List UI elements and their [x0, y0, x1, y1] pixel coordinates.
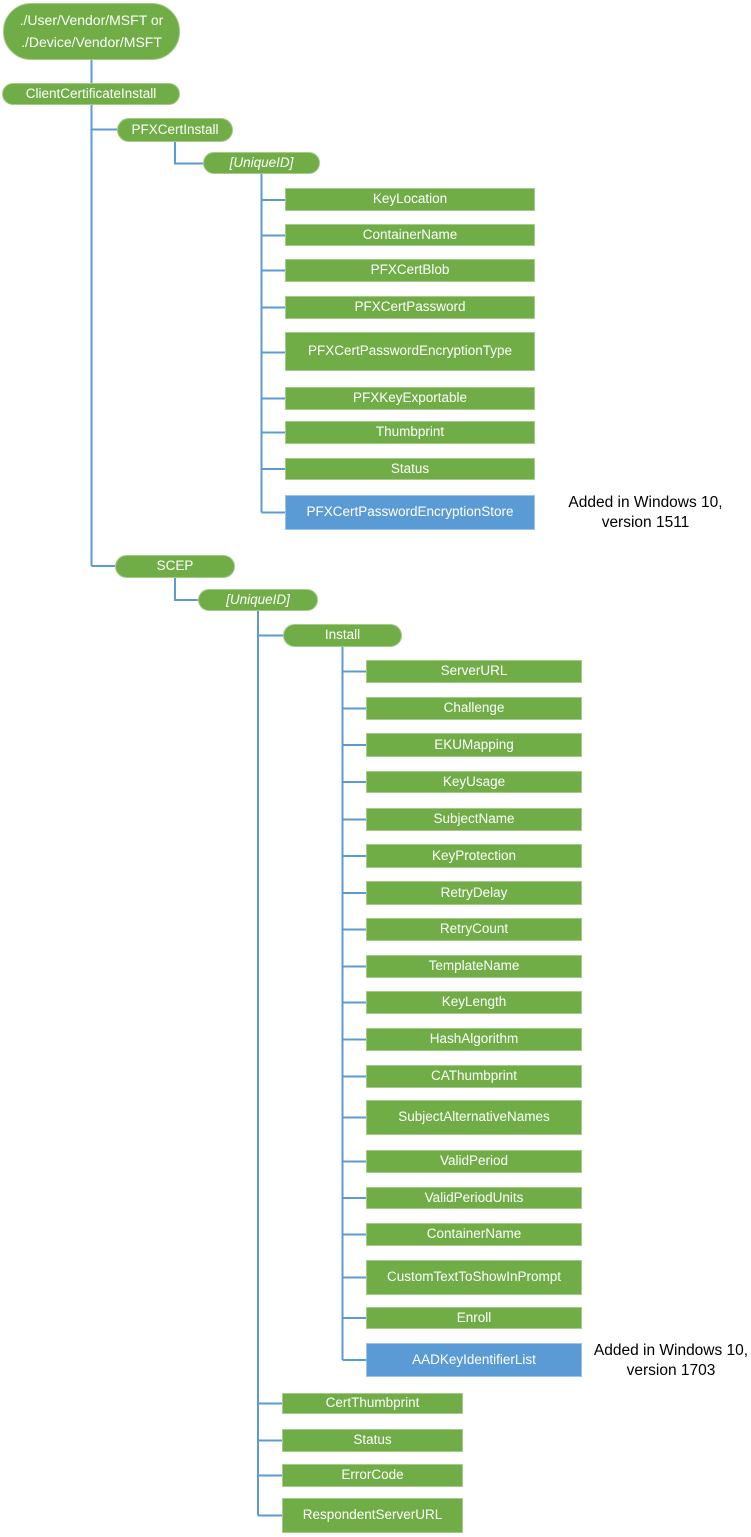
node-keylocation: KeyLocation	[285, 188, 535, 211]
node-keyprotection: KeyProtection	[366, 844, 582, 868]
node-install: Install	[283, 624, 402, 647]
node-aadkeyidentifierlist: AADKeyIdentifierList	[366, 1343, 582, 1377]
node-pfxcertpassword: PFXCertPassword	[285, 296, 535, 319]
node-validperiod: ValidPeriod	[366, 1150, 582, 1173]
node-root-path: ./User/Vendor/MSFT or ./Device/Vendor/MS…	[3, 3, 180, 60]
node-serverurl: ServerURL	[366, 660, 582, 683]
node-errorcode: ErrorCode	[282, 1464, 463, 1487]
node-clientcertificateinstall: ClientCertificateInstall	[2, 83, 180, 105]
connector-pfx-uniqueid	[174, 142, 203, 165]
node-challenge: Challenge	[366, 697, 582, 720]
node-customtexttoshowinprompt: CustomTextToShowInPrompt	[366, 1260, 582, 1295]
node-cathumbprint: CAThumbprint	[366, 1065, 582, 1088]
node-subjectalternativenames: SubjectAlternativeNames	[366, 1100, 582, 1135]
node-pfx-containername: ContainerName	[285, 224, 535, 246]
node-pfx-thumbprint: Thumbprint	[285, 421, 535, 444]
node-pfx-uniqueid: [UniqueID]	[203, 152, 320, 174]
node-pfx-status: Status	[285, 458, 535, 480]
node-pfxkeyexportable: PFXKeyExportable	[285, 387, 535, 410]
node-subjectname: SubjectName	[366, 808, 582, 831]
node-pfxcertpasswordencryptionstore: PFXCertPasswordEncryptionStore	[285, 495, 535, 530]
annotation-added-1703: Added in Windows 10, version 1703	[593, 1342, 749, 1379]
node-scep: SCEP	[115, 555, 235, 578]
node-respondentserverurl: RespondentServerURL	[282, 1498, 463, 1533]
annotation-added-1511: Added in Windows 10, version 1511	[568, 494, 723, 531]
node-ekumapping: EKUMapping	[366, 733, 582, 757]
node-scep-containername: ContainerName	[366, 1223, 582, 1246]
node-pfxcertinstall: PFXCertInstall	[117, 118, 233, 142]
node-hashalgorithm: HashAlgorithm	[366, 1028, 582, 1051]
connector-scep-child-branches	[258, 634, 283, 1517]
node-validperiodunits: ValidPeriodUnits	[366, 1187, 582, 1209]
node-enroll: Enroll	[366, 1307, 582, 1329]
node-retrycount: RetryCount	[366, 918, 582, 941]
node-scep-status: Status	[282, 1429, 463, 1452]
connector-scep-uniqueid	[174, 578, 198, 601]
node-pfxcertpasswordencryptiontype: PFXCertPasswordEncryptionType	[285, 332, 535, 371]
connector-install-child-branches	[342, 670, 366, 1361]
node-pfxcertblob: PFXCertBlob	[285, 259, 535, 282]
node-retrydelay: RetryDelay	[366, 881, 582, 905]
node-scep-uniqueid: [UniqueID]	[198, 589, 318, 611]
node-keyusage: KeyUsage	[366, 771, 582, 793]
connector-pfx-child-branches	[261, 199, 285, 514]
node-certthumbprint: CertThumbprint	[282, 1393, 463, 1414]
node-keylength: KeyLength	[366, 991, 582, 1014]
node-templatename: TemplateName	[366, 955, 582, 978]
